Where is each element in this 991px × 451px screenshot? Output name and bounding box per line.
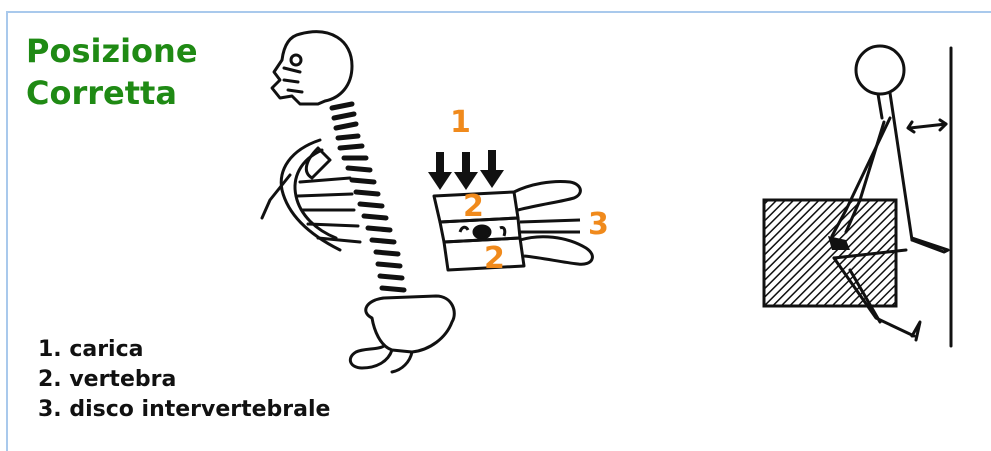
legend-item-disc: 3. disco intervertebrale bbox=[38, 395, 330, 425]
legend-item-load: 1. carica bbox=[38, 335, 330, 365]
legend-item-vertebra: 2. vertebra bbox=[38, 365, 330, 395]
callout-vertebra-bottom: 2 bbox=[484, 244, 505, 274]
spine-drawing bbox=[332, 104, 404, 290]
vertebra-detail-drawing bbox=[434, 181, 592, 270]
legend: 1. carica 2. vertebra 3. disco intervert… bbox=[38, 335, 330, 425]
load-arrows bbox=[428, 150, 504, 190]
callout-vertebra-top: 2 bbox=[463, 192, 484, 222]
skeleton-drawing bbox=[262, 32, 454, 372]
callout-load: 1 bbox=[450, 108, 471, 138]
callout-disc: 3 bbox=[588, 210, 609, 240]
load-box bbox=[764, 200, 896, 306]
